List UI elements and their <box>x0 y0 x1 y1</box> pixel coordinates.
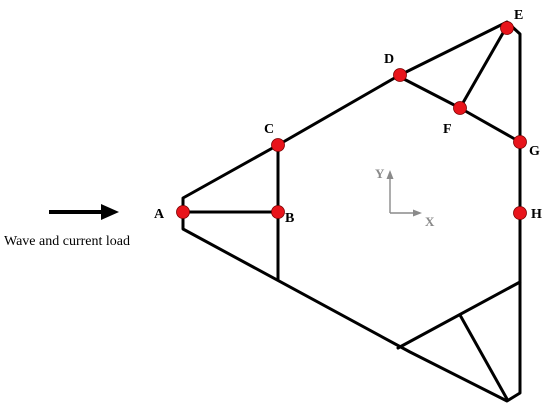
node-h-label: H <box>531 207 542 222</box>
member-lower-brace <box>458 313 509 401</box>
right-arrow-icon <box>101 204 119 220</box>
node-f-label: F <box>443 122 452 137</box>
node-f-dot <box>453 101 467 115</box>
member-f-e <box>458 24 509 110</box>
node-d-dot <box>393 68 407 82</box>
load-indicator: Wave and current load <box>4 204 130 249</box>
node-a-dot <box>176 205 190 219</box>
node-c-dot <box>271 138 285 152</box>
y-axis-arrowhead-icon <box>386 170 394 179</box>
y-axis-label: Y <box>375 166 385 181</box>
member-f-g <box>458 106 522 144</box>
node-b-dot <box>271 205 285 219</box>
node-a-label: A <box>154 207 165 222</box>
x-axis-label: X <box>425 214 435 229</box>
node-h-dot <box>513 206 527 220</box>
coordinate-axes: Y X <box>375 166 435 229</box>
load-label: Wave and current load <box>4 234 130 249</box>
node-e-dot <box>500 21 514 35</box>
node-g-label: G <box>529 144 540 159</box>
node-c-label: C <box>264 122 274 137</box>
member-d-f <box>396 74 462 110</box>
node-d-label: D <box>384 52 394 67</box>
x-axis-arrowhead-icon <box>413 209 422 217</box>
node-b-label: B <box>285 211 294 226</box>
node-g-dot <box>513 135 527 149</box>
node-e-label: E <box>514 8 523 23</box>
